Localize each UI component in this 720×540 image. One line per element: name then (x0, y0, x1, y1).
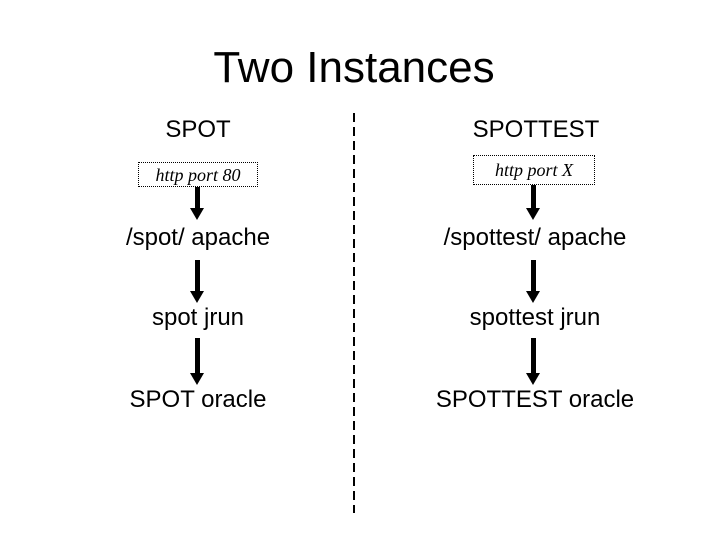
arrow-head (526, 208, 540, 220)
spot-column-header: SPOT (165, 116, 231, 143)
arrow-head (190, 291, 204, 303)
slide-title: Two Instances (213, 43, 495, 92)
spot-apache-tier-label: /spot/ apache (125, 224, 271, 251)
arrow-shaft (194, 260, 200, 291)
down-arrow-icon (526, 338, 540, 385)
arrow-shaft (530, 338, 536, 373)
arrow-shaft (194, 187, 200, 208)
column-divider-dashed-line (353, 113, 355, 513)
arrow-head (526, 291, 540, 303)
down-arrow-icon (190, 187, 204, 220)
down-arrow-icon (526, 260, 540, 303)
down-arrow-icon (190, 338, 204, 385)
spottest-http-port-box: http port X (473, 155, 595, 185)
spot-http-port-label: http port 80 (155, 164, 241, 185)
spottest-http-port-label: http port X (494, 160, 573, 180)
arrow-shaft (194, 338, 200, 373)
arrow-shaft (530, 260, 536, 291)
spot-oracle-tier-label: SPOT oracle (129, 386, 267, 413)
spottest-column-header: SPOTTEST (472, 116, 600, 143)
spot-jrun-tier-label: spot jrun (151, 304, 245, 331)
arrow-head (526, 373, 540, 385)
spottest-oracle-tier-label: SPOTTEST oracle (435, 386, 635, 413)
spottest-jrun-tier-label: spottest jrun (469, 304, 601, 331)
down-arrow-icon (190, 260, 204, 303)
arrow-shaft (530, 185, 536, 208)
spot-http-port-box: http port 80 (138, 162, 258, 187)
arrow-head (190, 373, 204, 385)
arrow-head (190, 208, 204, 220)
down-arrow-icon (526, 185, 540, 220)
spottest-apache-tier-label: /spottest/ apache (443, 224, 627, 251)
